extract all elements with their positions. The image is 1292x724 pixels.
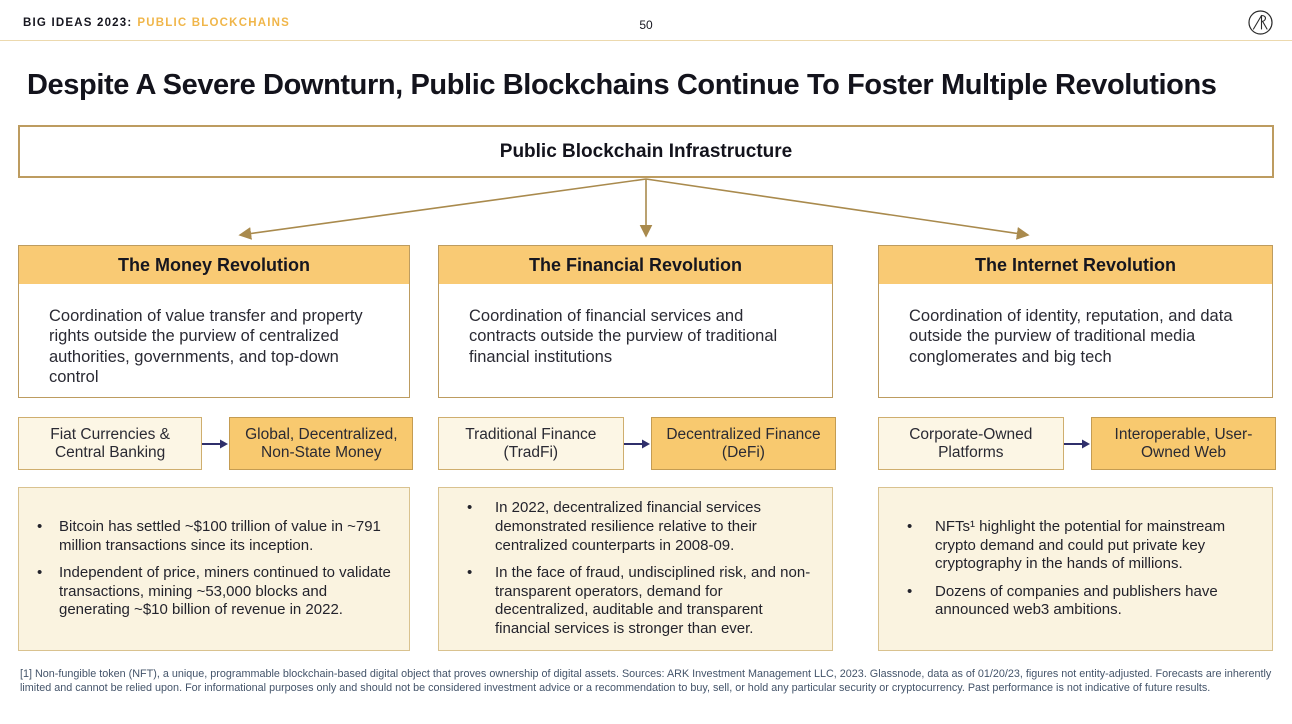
transformation-row: Traditional Finance (TradFi) Decentraliz… bbox=[438, 417, 837, 470]
slide-title: Despite A Severe Downturn, Public Blockc… bbox=[27, 69, 1217, 101]
right-arrow-icon bbox=[202, 417, 229, 470]
revolution-box: The Internet Revolution Coordination of … bbox=[878, 245, 1273, 398]
footnote: [1] Non-fungible token (NFT), a unique, … bbox=[20, 668, 1272, 695]
bullets-box: Bitcoin has settled ~$100 trillion of va… bbox=[18, 487, 410, 651]
top-bar: BIG IDEAS 2023: PUBLIC BLOCKCHAINS 50 bbox=[0, 0, 1292, 41]
revolution-box: The Financial Revolution Coordination of… bbox=[438, 245, 833, 398]
revolution-header: The Money Revolution bbox=[19, 246, 409, 284]
bullet-item: NFTs¹ highlight the potential for mainst… bbox=[879, 518, 1254, 574]
branch-arrows bbox=[238, 178, 1030, 240]
transformation-row: Fiat Currencies & Central Banking Global… bbox=[18, 417, 414, 470]
bullet-list: In 2022, decentralized financial service… bbox=[439, 490, 814, 647]
page-number: 50 bbox=[639, 18, 653, 32]
revolution-header: The Internet Revolution bbox=[879, 246, 1272, 284]
from-box: Fiat Currencies & Central Banking bbox=[18, 417, 203, 470]
bullets-box: In 2022, decentralized financial service… bbox=[438, 487, 833, 651]
revolution-box: The Money Revolution Coordination of val… bbox=[18, 245, 410, 398]
revolution-description: Coordination of value transfer and prope… bbox=[49, 307, 363, 387]
from-box: Traditional Finance (TradFi) bbox=[438, 417, 624, 470]
bullets-box: NFTs¹ highlight the potential for mainst… bbox=[878, 487, 1273, 651]
to-box: Global, Decentralized, Non-State Money bbox=[229, 417, 414, 470]
column-internet-revolution: The Internet Revolution Coordination of … bbox=[878, 245, 1277, 651]
revolution-header: The Financial Revolution bbox=[439, 246, 832, 284]
to-box: Interoperable, User-Owned Web bbox=[1090, 417, 1277, 470]
bullet-item: Bitcoin has settled ~$100 trillion of va… bbox=[19, 518, 391, 555]
brand-prefix: BIG IDEAS 2023: bbox=[23, 17, 133, 29]
ark-logo-icon bbox=[1248, 10, 1273, 35]
bullet-item: Dozens of companies and publishers have … bbox=[879, 583, 1254, 620]
revolution-description: Coordination of financial services and c… bbox=[469, 307, 778, 366]
column-financial-revolution: The Financial Revolution Coordination of… bbox=[438, 245, 837, 651]
report-brand: BIG IDEAS 2023: PUBLIC BLOCKCHAINS bbox=[23, 17, 290, 29]
bullet-list: Bitcoin has settled ~$100 trillion of va… bbox=[19, 509, 391, 629]
bullet-list: NFTs¹ highlight the potential for mainst… bbox=[879, 509, 1254, 629]
transformation-row: Corporate-Owned Platforms Interoperable,… bbox=[878, 417, 1277, 470]
revolution-description: Coordination of identity, reputation, an… bbox=[909, 307, 1233, 366]
right-arrow-icon bbox=[1063, 417, 1091, 470]
infrastructure-label: Public Blockchain Infrastructure bbox=[499, 140, 793, 162]
brand-topic: PUBLIC BLOCKCHAINS bbox=[137, 17, 290, 29]
column-money-revolution: The Money Revolution Coordination of val… bbox=[18, 245, 414, 651]
to-box: Decentralized Finance (DeFi) bbox=[650, 417, 837, 470]
from-box: Corporate-Owned Platforms bbox=[878, 417, 1064, 470]
bullet-item: Independent of price, miners continued t… bbox=[19, 564, 391, 620]
right-arrow-icon bbox=[623, 417, 651, 470]
bullet-item: In 2022, decentralized financial service… bbox=[439, 499, 814, 555]
bullet-item: In the face of fraud, undisciplined risk… bbox=[439, 564, 814, 638]
infrastructure-box: Public Blockchain Infrastructure bbox=[18, 125, 1274, 178]
